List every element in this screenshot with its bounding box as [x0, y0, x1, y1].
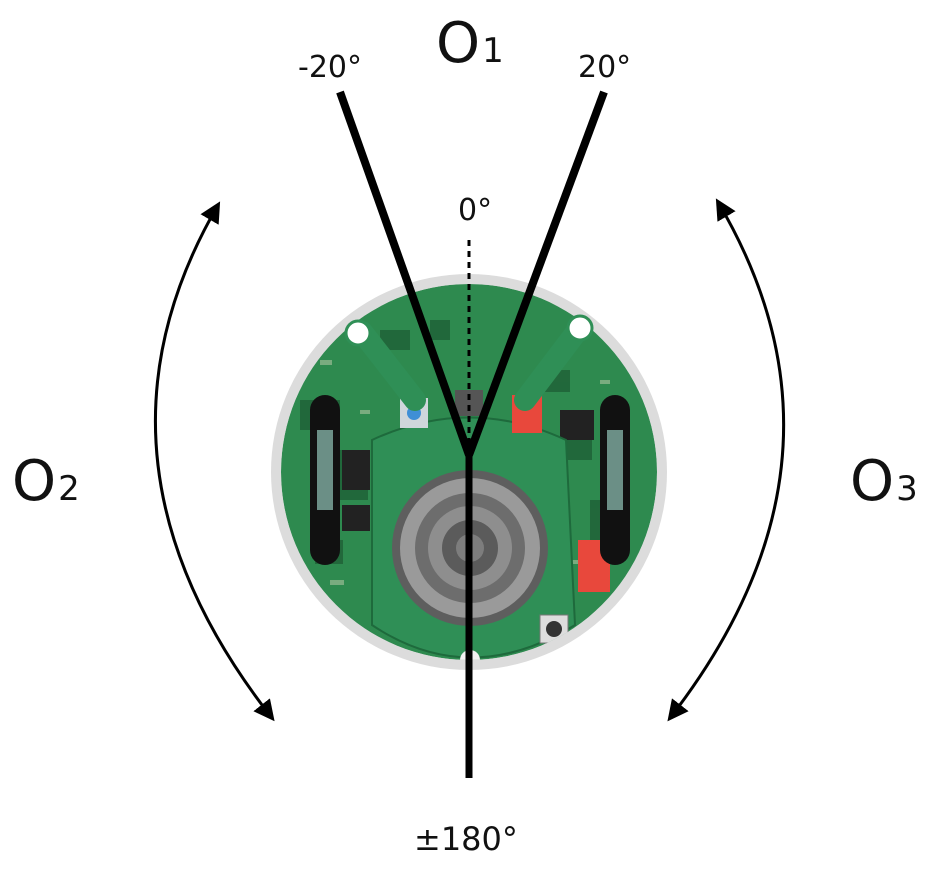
chip-left-2: [342, 505, 370, 531]
label-angle-180: ±180°: [414, 820, 518, 858]
ray-minus-20: [336, 90, 473, 457]
selector-switch: [455, 390, 483, 416]
ray-plus-20: [465, 90, 608, 457]
chip-left: [342, 450, 370, 490]
label-o1: O1: [436, 11, 504, 76]
speaker: [392, 470, 548, 626]
label-angle-minus-20: -20°: [298, 50, 362, 85]
label-o2: O2: [12, 449, 80, 514]
rear-hole: [460, 650, 480, 660]
left-sector-arrow: [154, 201, 275, 722]
chip-right: [560, 410, 594, 440]
left-antenna: [351, 321, 426, 411]
right-antenna: [514, 319, 589, 411]
label-angle-plus-20: 20°: [578, 50, 631, 85]
right-sector-arrow: [667, 198, 786, 722]
label-o3: O3: [850, 449, 918, 514]
label-angle-zero: 0°: [458, 193, 492, 228]
